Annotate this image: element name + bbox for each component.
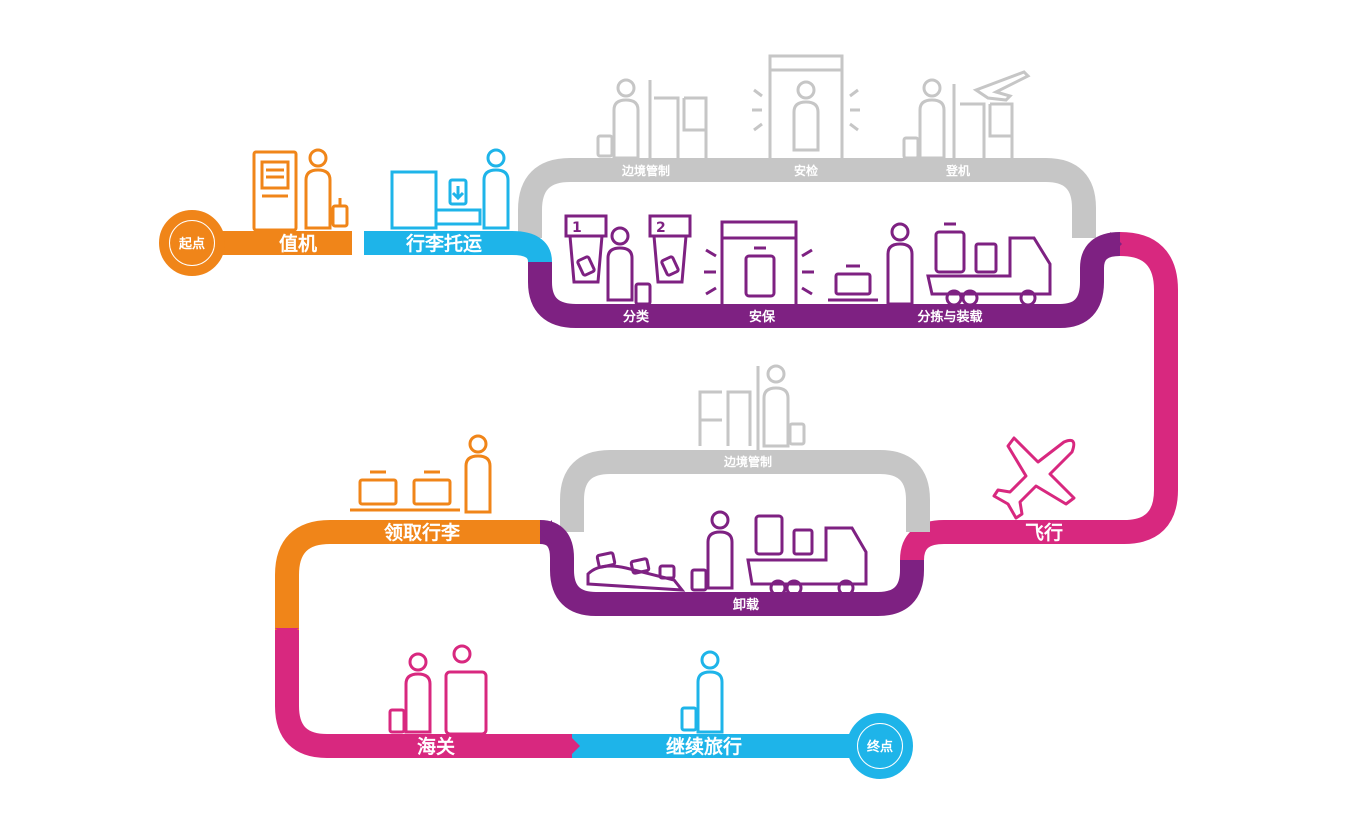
route-passenger-departure bbox=[518, 158, 1096, 238]
route-baggage-checkin bbox=[364, 231, 552, 264]
label-dep-border-control: 边境管制 bbox=[621, 163, 670, 178]
start-marker: 起点 bbox=[159, 210, 225, 276]
arrow-checkin-to-baggage bbox=[364, 231, 376, 255]
boarding-icon bbox=[902, 70, 1031, 160]
route-arrival-border bbox=[560, 450, 930, 532]
continue-travel-icon bbox=[680, 650, 724, 734]
route-unloading bbox=[539, 520, 924, 616]
arr-border-control-icon bbox=[698, 364, 806, 450]
label-continue-travel: 继续旅行 bbox=[666, 735, 742, 758]
dep-border-control-icon bbox=[596, 78, 708, 160]
arrow-baggage-to-flight bbox=[1110, 232, 1122, 256]
label-baggage-claim: 领取行李 bbox=[384, 521, 461, 544]
end-marker: 终点 bbox=[847, 713, 913, 779]
baggage-checkin-person-icon bbox=[482, 148, 510, 230]
label-checkin: 值机 bbox=[279, 232, 317, 255]
arrow-unload-to-claim bbox=[540, 520, 552, 544]
label-bag-security: 安保 bbox=[749, 309, 776, 325]
end-label: 终点 bbox=[867, 739, 893, 755]
unloading-icon bbox=[586, 510, 868, 597]
bin-number-2: 2 bbox=[656, 220, 666, 236]
label-unloading: 卸载 bbox=[733, 597, 759, 613]
metal-detector-icon bbox=[752, 54, 860, 160]
route-baggage-claim bbox=[275, 520, 540, 630]
start-label: 起点 bbox=[178, 236, 205, 252]
bin-number-1: 1 bbox=[572, 220, 582, 236]
route-baggage-departure bbox=[528, 232, 1121, 328]
baggage-claim-icon bbox=[350, 434, 492, 514]
customs-icon bbox=[388, 644, 488, 736]
label-arr-border-control: 边境管制 bbox=[723, 454, 772, 469]
label-boarding: 登机 bbox=[945, 163, 970, 178]
checkin-person-icon bbox=[304, 148, 349, 230]
label-dep-security: 安检 bbox=[794, 163, 818, 178]
route bbox=[210, 158, 1178, 758]
transition-arrows bbox=[275, 231, 1122, 758]
arrow-to-customs bbox=[275, 628, 299, 640]
checkin-kiosk-icon bbox=[252, 150, 298, 232]
route-flight bbox=[900, 232, 1178, 561]
route-customs bbox=[275, 630, 572, 758]
arrow-customs-to-continue bbox=[568, 734, 580, 758]
airplane-icon bbox=[992, 436, 1076, 520]
baggage-drop-icon bbox=[390, 170, 482, 230]
label-flight: 飞行 bbox=[1025, 521, 1063, 544]
sorting-bins-icon bbox=[564, 214, 692, 306]
label-customs: 海关 bbox=[417, 735, 455, 758]
label-sorting: 分类 bbox=[623, 309, 650, 325]
label-baggage-checkin: 行李托运 bbox=[405, 232, 482, 255]
sorting-loading-icon bbox=[828, 222, 1052, 307]
label-sorting-loading: 分拣与装载 bbox=[917, 309, 982, 325]
baggage-scanner-icon bbox=[704, 220, 814, 304]
